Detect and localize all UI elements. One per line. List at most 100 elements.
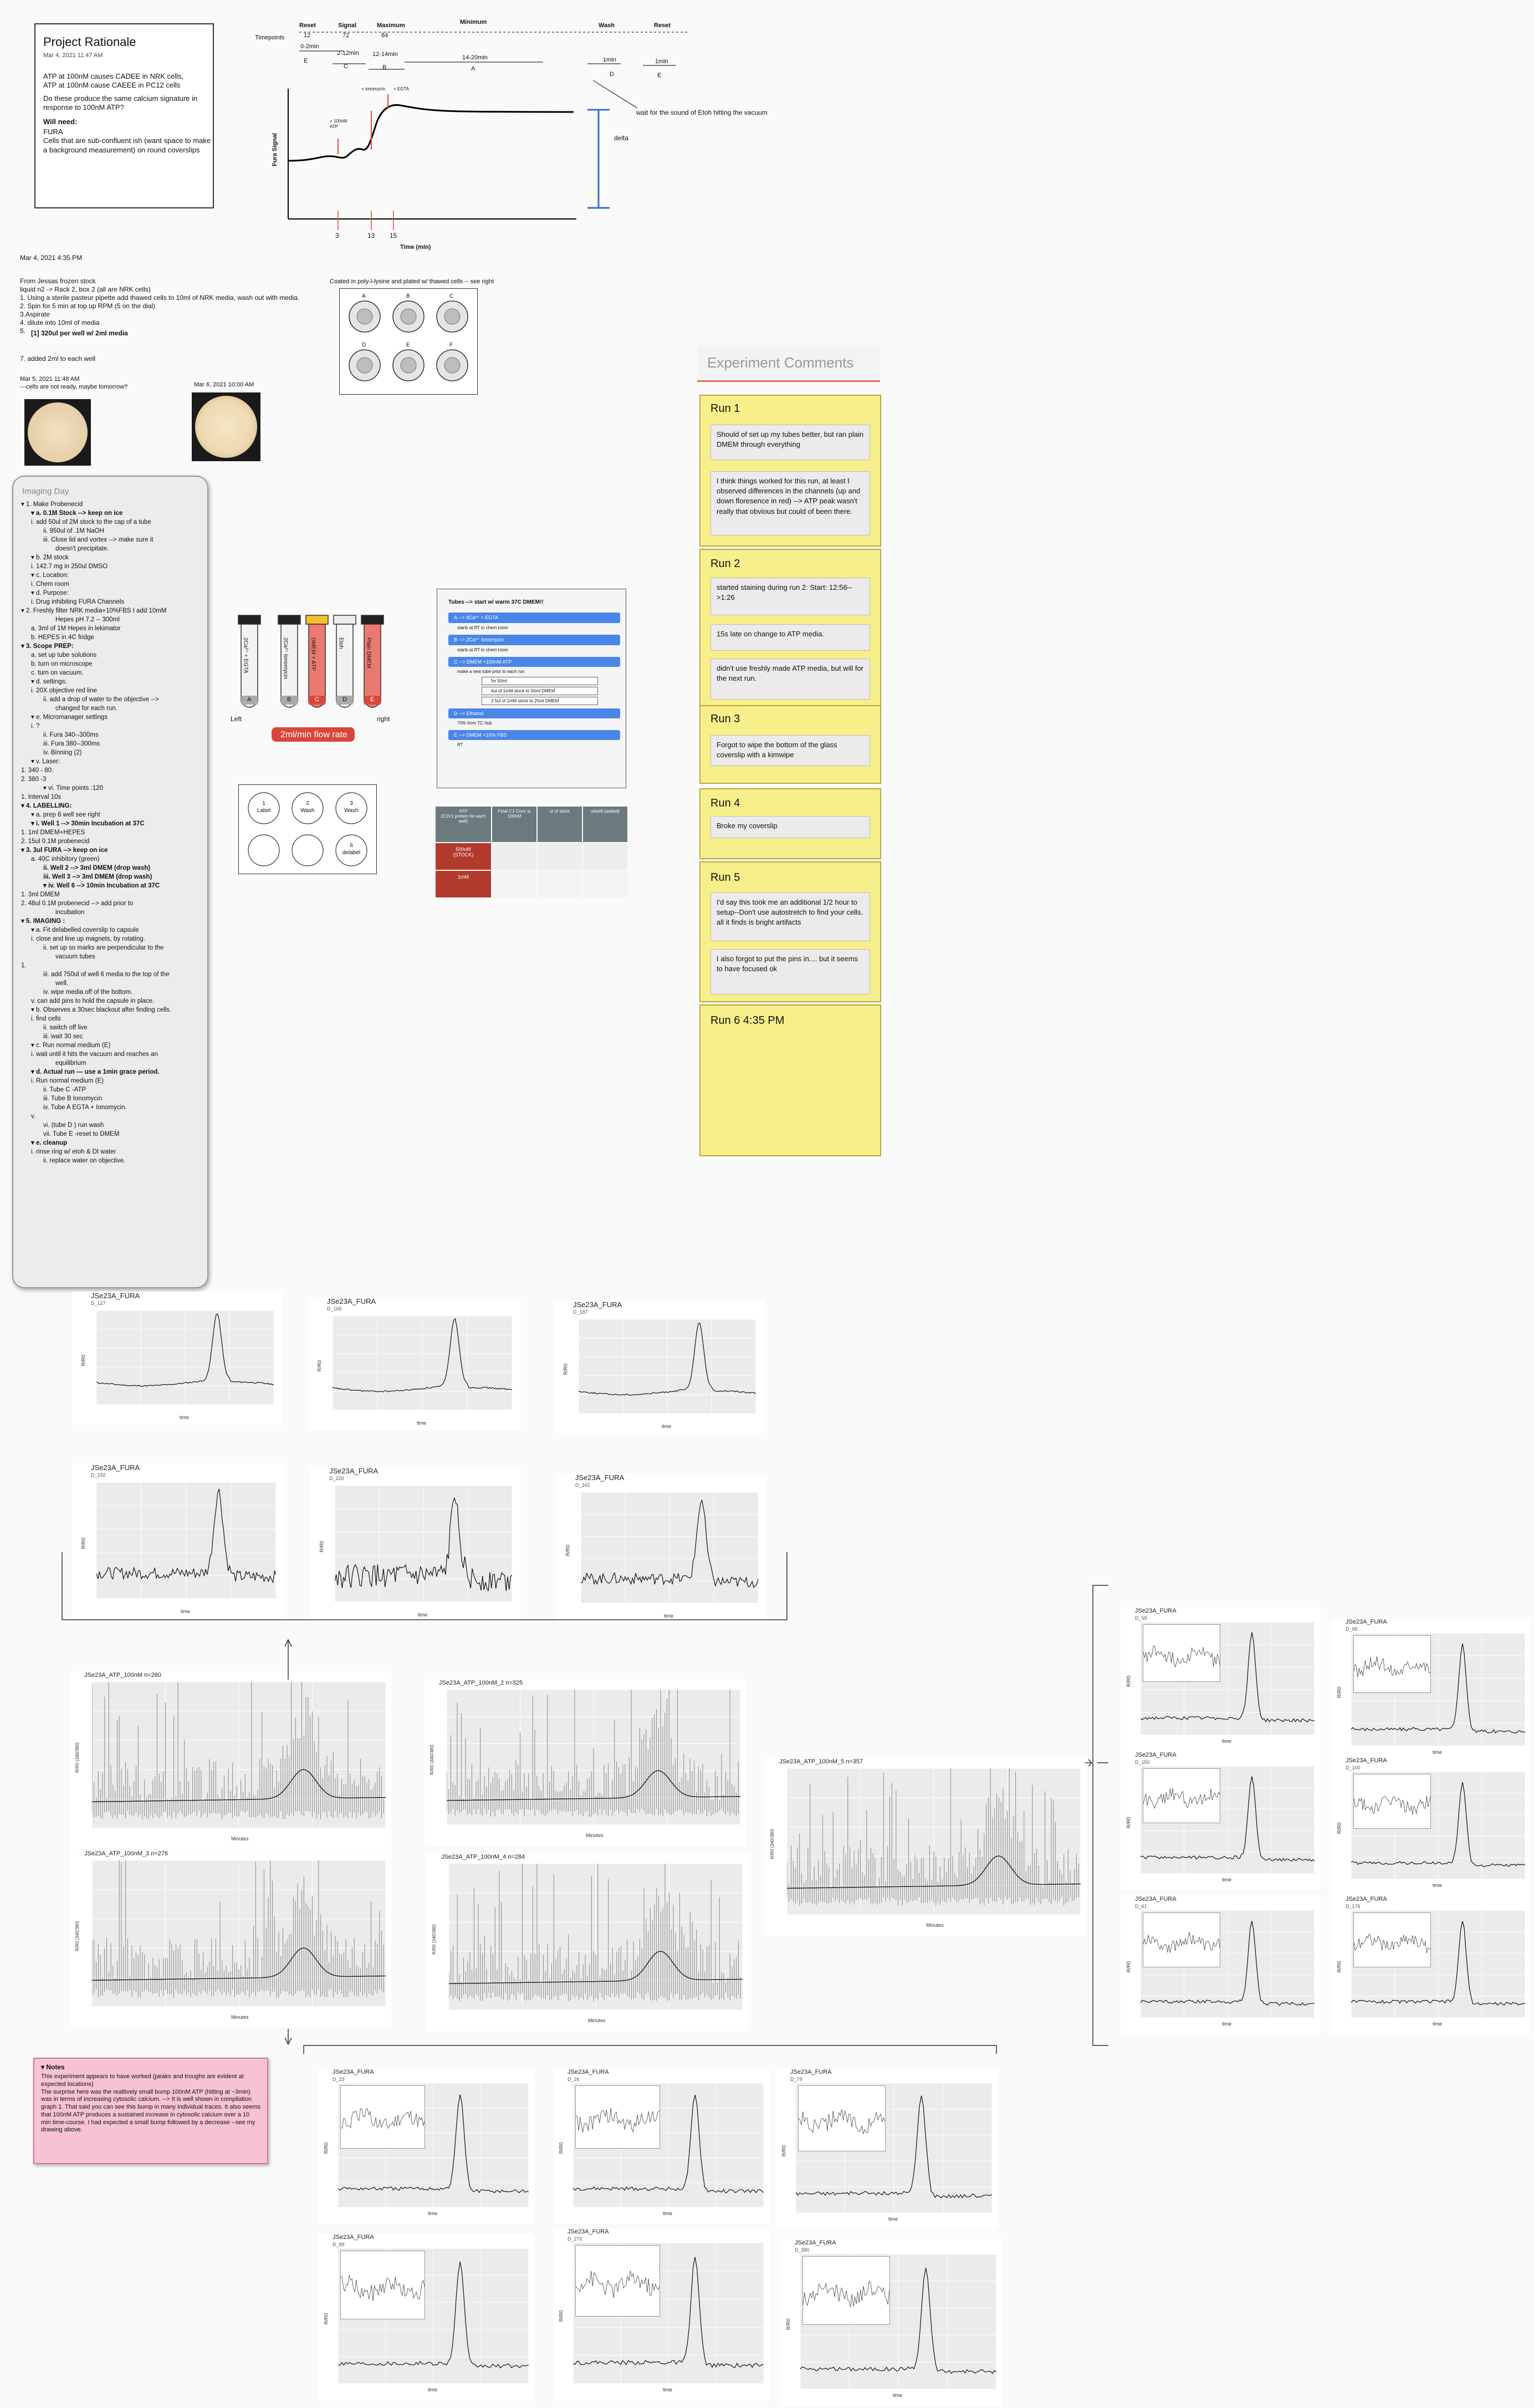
panel-title: JSe23A_FURA (1346, 1896, 1387, 1902)
inset-zoom (340, 2085, 426, 2149)
ensemble-title: JSe23A_ATP_100nM n=260 (84, 1672, 161, 1679)
run-comment: started staining during run 2: Start: 12… (710, 578, 870, 615)
imaging-day-line: b. HEPES in 4C fridge (31, 634, 94, 641)
imaging-day-line: ▾ e. Micromanager settings (31, 714, 108, 721)
table-cell (492, 843, 536, 870)
imaging-day-line: iv. wipe media off of the bottom. (43, 989, 133, 996)
imaging-day-line: ▾ 3. Scope PREP: (21, 643, 74, 650)
flow-rate-label: 2ml/min flow rate (280, 730, 347, 739)
imaging-day-line: 2. 380 -3 (21, 776, 47, 783)
inset-svg (1140, 1910, 1315, 2018)
annot-atp: + 100nM ATP (330, 119, 347, 129)
imaging-day-card[interactable]: Imaging Day ▾ 1. Make Probenecid▾ a. 0.1… (12, 476, 208, 1288)
fura-trace-line (580, 1499, 759, 1588)
fura-trace-line (795, 2095, 993, 2198)
imaging-day-line: i. wait until it hits the vacuum and rea… (31, 1051, 158, 1058)
inset-zoom-svg (1143, 1932, 1220, 1953)
inset-zoom (340, 2251, 426, 2319)
inset-zoom (1143, 1624, 1221, 1682)
project-rationale-card[interactable]: Project Rationale Mar 4, 2021 11:47 AM A… (34, 23, 214, 208)
range-12-14: 12-14min (372, 51, 398, 58)
panel-title: JSe23A_FURA (795, 2239, 836, 2246)
ensemble-svg (446, 1654, 741, 1825)
panel-title: JSe23A_FURA (1346, 1619, 1387, 1625)
plot-area (786, 1708, 1081, 1915)
panel-title: JSe23A_FURA (567, 2069, 609, 2075)
mean-trace-line (446, 1770, 740, 1801)
imaging-day-line: 1. 1ml DMEM+HEPES (21, 829, 85, 836)
imaging-day-line: iii. Close lid and vortex --> make sure … (43, 537, 154, 543)
checklist-subitem: 4ul of 1mM stock to 50ml DMEM (482, 687, 598, 695)
checklist-item[interactable]: E --> DMEM +10% FBS (448, 730, 620, 740)
run-comment: I think things worked for this run, at l… (710, 471, 870, 535)
fura-trace-line (338, 2094, 529, 2193)
run-heading: Run 5 (710, 871, 740, 884)
panel-id: D_165 (327, 1306, 342, 1312)
vacuum-note: wait for the sound of Etoh hitting the v… (636, 109, 768, 116)
run-heading: Run 4 (710, 797, 740, 809)
checklist-subitem: 2.5ul of 1mM stock to 25ml DMEM (482, 697, 598, 705)
tubes-checklist-card[interactable]: Tubes --> start w/ warm 37C DMEM!! A -->… (437, 589, 626, 788)
imaging-day-line: ▾ d. Purpose: (31, 590, 69, 596)
plate-well-c: C (449, 293, 454, 299)
panel-title: JSe23A_FURA (573, 1300, 622, 1309)
rationale-p1: ATP at 100nM causes CADEE in NRK cells, … (43, 72, 184, 90)
rationale-title: Project Rationale (43, 35, 136, 49)
tubes-diagram: 2Ca²⁺ + EGTA 2Ca²⁺ Ionomycin DMEM + ATP … (227, 604, 410, 748)
panel-id: D_23 (333, 2077, 345, 2082)
run-6-sticky[interactable]: Run 6 4:35 PM (699, 1004, 881, 1156)
panel-title: JSe23A_FURA (567, 2228, 609, 2235)
x-axis-label: Minutes (926, 1922, 944, 1928)
inset-zoom-svg (1353, 1795, 1431, 1815)
checklist-item[interactable]: B --> 2Ca²⁺ Ionomycin (448, 635, 620, 645)
plot-area (795, 2083, 993, 2213)
imaging-day-line: iii. Tube B Ionomycin (43, 1095, 103, 1102)
panel-id: D_95 (1346, 1626, 1358, 1632)
x-axis-label: time (662, 1424, 672, 1429)
checklist-item[interactable]: C --> DMEM +100nM ATP (448, 657, 620, 667)
tubes-right: right (377, 715, 390, 723)
checklist-item[interactable]: A --> 4Ca²⁺ + EGTA (448, 613, 620, 623)
plot-area (446, 1654, 741, 1825)
x-axis-label: time (663, 2211, 673, 2216)
x-axis-label: time (664, 1613, 674, 1619)
x-axis-label: time (663, 2387, 673, 2392)
well-2-label: 2 Wash (300, 800, 315, 814)
notes-card[interactable]: ▾ Notes This experiment appears to have … (33, 2058, 268, 2164)
plot-area (1140, 1766, 1315, 1874)
checklist-item[interactable]: D --> Ethanol (448, 708, 620, 718)
x-axis-label: time (428, 2211, 438, 2216)
checklist-subitem: starts at RT in chem room (457, 625, 508, 630)
labelling-plate-svg (248, 792, 367, 866)
panel-id: D_26 (567, 2077, 580, 2082)
run-heading: Run 3 (710, 713, 740, 725)
